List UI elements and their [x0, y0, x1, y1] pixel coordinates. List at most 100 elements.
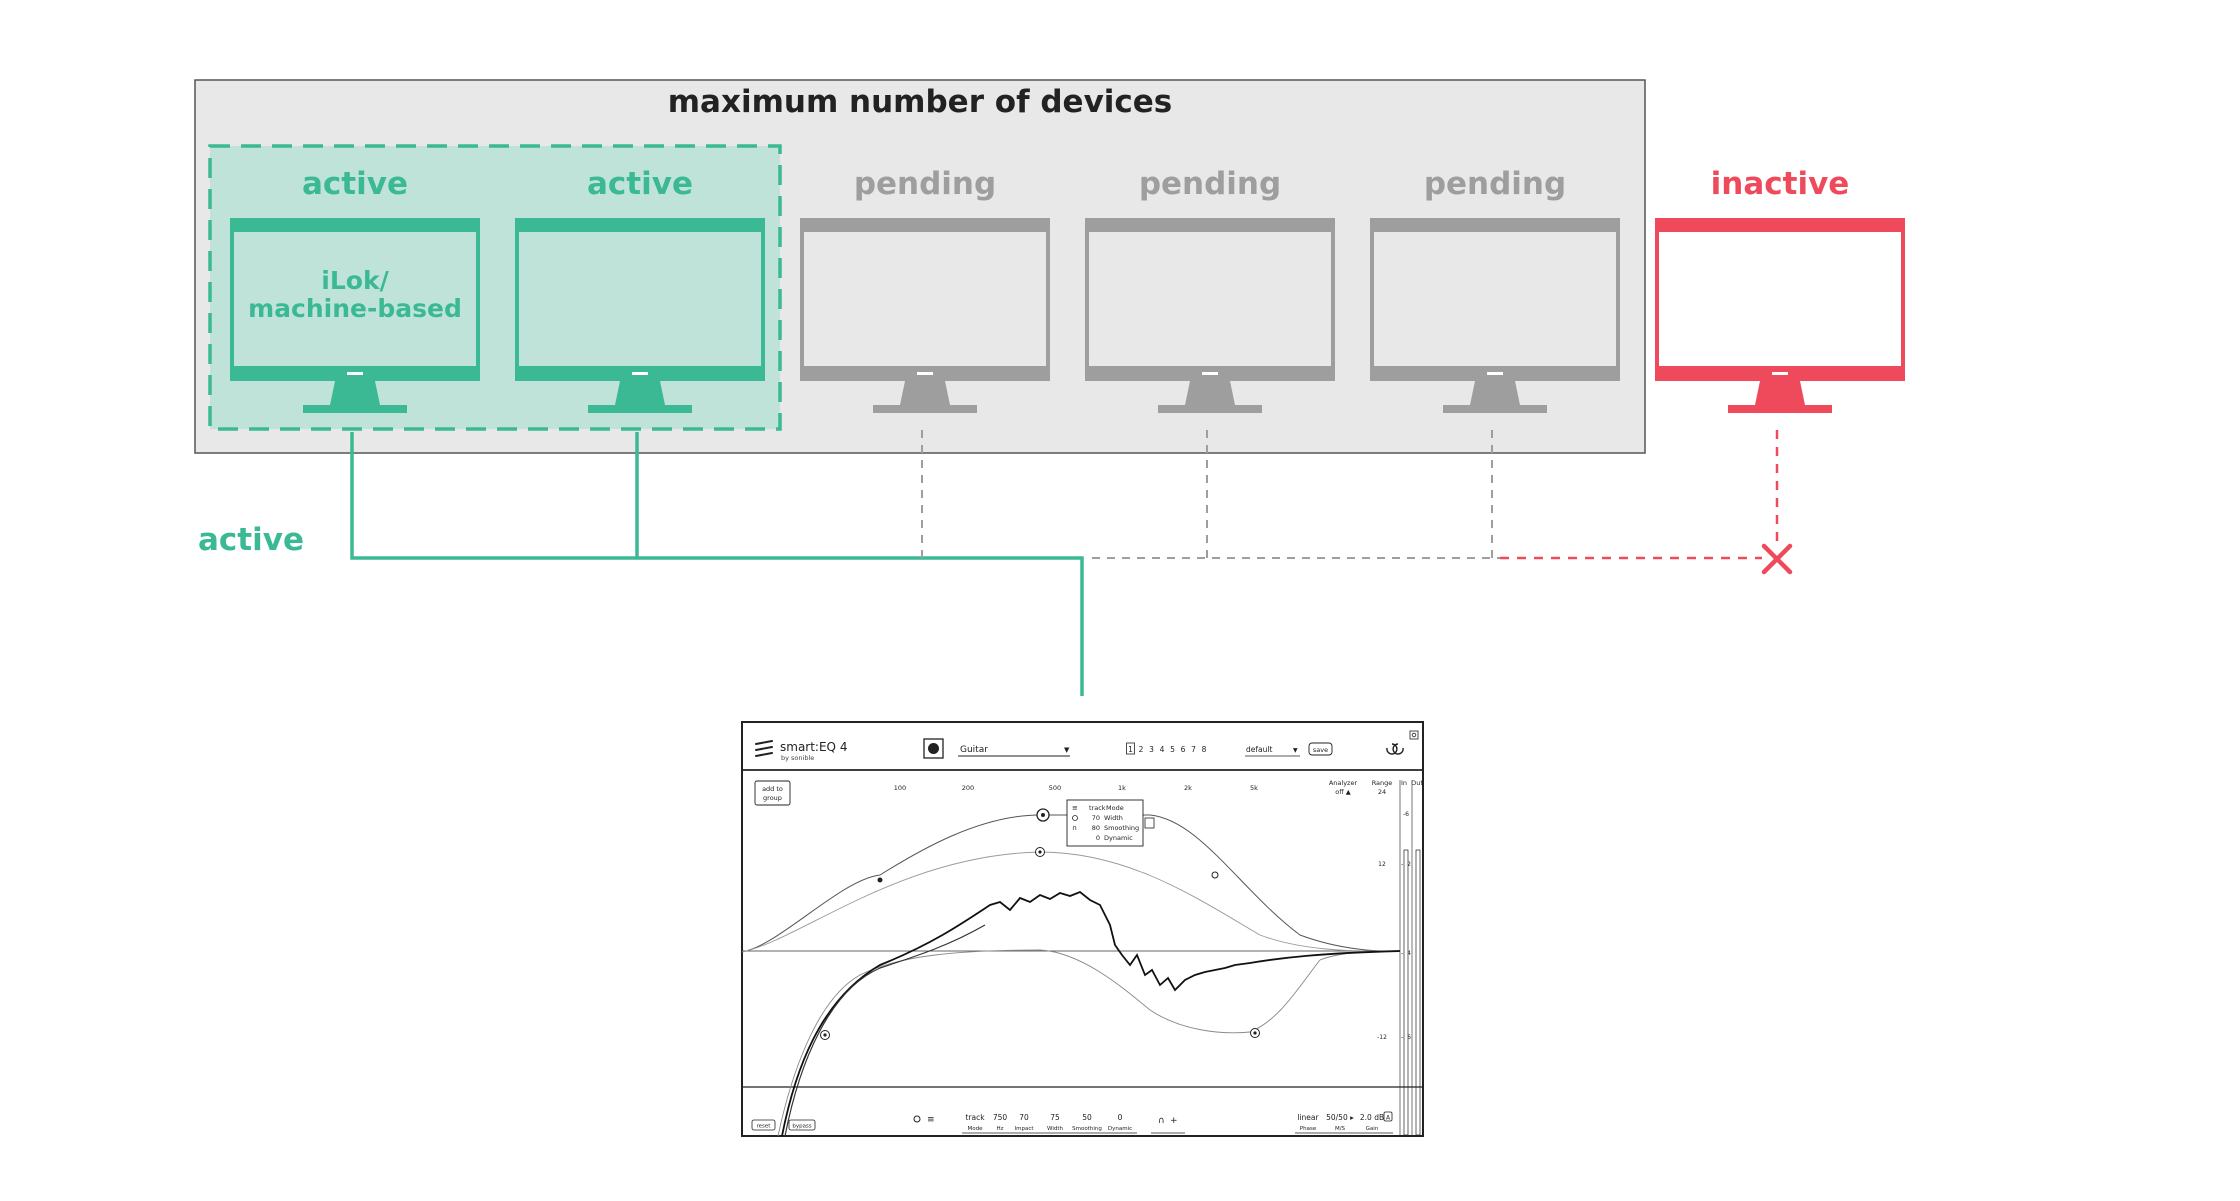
- svg-text:Mode: Mode: [1106, 804, 1124, 812]
- output-param-value[interactable]: 2.0 dB: [1360, 1113, 1384, 1122]
- headphones-icon[interactable]: ∩: [1158, 1116, 1165, 1126]
- slot-button[interactable]: 5: [1170, 745, 1175, 754]
- svg-text:smart:EQ 4: smart:EQ 4: [780, 740, 847, 754]
- eq-correction-curve: [777, 949, 1401, 1137]
- param-value[interactable]: track: [965, 1113, 985, 1122]
- frequency-tick-label: 5k: [1250, 784, 1258, 792]
- monitor-power-indicator: [347, 372, 363, 375]
- frequency-tick-label: 2k: [1184, 784, 1192, 792]
- param-label: Width: [1047, 1126, 1063, 1132]
- slot-button[interactable]: 4: [1160, 745, 1165, 754]
- slot-button[interactable]: 2: [1139, 745, 1144, 754]
- monitor-base: [873, 405, 977, 413]
- reset-button[interactable]: reset: [751, 1119, 776, 1131]
- svg-text:Guitar: Guitar: [960, 745, 988, 755]
- range-label: Range: [1372, 779, 1393, 787]
- svg-text:bypass: bypass: [792, 1124, 811, 1130]
- param-value[interactable]: 50: [1082, 1113, 1092, 1122]
- redo-icon[interactable]: [1392, 743, 1404, 755]
- slot-active-frame: [1126, 742, 1135, 755]
- add-to-group-button[interactable]: add to group: [754, 780, 791, 806]
- slot-button[interactable]: 8: [1202, 745, 1207, 754]
- spectrum-curve: [781, 890, 1401, 1137]
- param-label: Smoothing: [1072, 1126, 1102, 1132]
- slot-button[interactable]: 7: [1191, 745, 1196, 754]
- parameter-bar: trackMode750Hz70Impact75Width50Smoothing…: [962, 1113, 1137, 1134]
- device-status-label: pending: [1139, 166, 1281, 202]
- svg-text:by sonible: by sonible: [781, 754, 814, 762]
- output-param-value[interactable]: linear: [1297, 1113, 1319, 1122]
- panel-title: maximum number of devices: [668, 84, 1173, 120]
- sliders-icon[interactable]: ≡: [927, 1115, 935, 1125]
- preset-dropdown[interactable]: Guitar ▼: [958, 745, 1070, 757]
- slot-button[interactable]: 1: [1128, 745, 1133, 754]
- monitor-power-indicator: [917, 372, 933, 375]
- device-status-label: active: [587, 166, 693, 202]
- chevron-down-icon: ▼: [1293, 747, 1298, 754]
- monitor-power-indicator: [1202, 372, 1218, 375]
- svg-text:default: default: [1246, 745, 1272, 754]
- active-connection-label: active: [198, 522, 304, 558]
- svg-text:save: save: [1313, 746, 1328, 754]
- svg-text:A: A: [1386, 1115, 1391, 1122]
- profile-dropdown[interactable]: default ▼: [1245, 745, 1300, 757]
- svg-text:70: 70: [1092, 814, 1100, 822]
- monitor-base: [1158, 405, 1262, 413]
- device-pending: pending: [1370, 166, 1620, 413]
- chevron-down-icon: ▼: [1064, 746, 1070, 754]
- frequency-tick-label: 500: [1049, 784, 1061, 792]
- param-label: Hz: [996, 1126, 1003, 1132]
- device-pending: pending: [800, 166, 1050, 413]
- svg-text:80: 80: [1092, 824, 1100, 832]
- slot-button[interactable]: 3: [1149, 745, 1154, 754]
- eq-node: [877, 877, 883, 883]
- profile-record-button[interactable]: [923, 738, 944, 759]
- frequency-tick-label: 1k: [1118, 784, 1126, 792]
- monitor-screen: [1659, 232, 1901, 366]
- monitor-stand: [1470, 381, 1520, 405]
- monitor-base: [1443, 405, 1547, 413]
- param-value[interactable]: 70: [1019, 1113, 1029, 1122]
- in-meter-label: In: [1401, 779, 1407, 787]
- headphones-icon: ∩: [1072, 824, 1077, 832]
- range-value[interactable]: 24: [1378, 788, 1386, 796]
- bypass-button[interactable]: bypass: [788, 1119, 816, 1131]
- save-button[interactable]: save: [1308, 742, 1333, 756]
- eq-nodes: [820, 808, 1260, 1040]
- output-param-label: M/S: [1335, 1126, 1346, 1132]
- monitor-screen: [1374, 232, 1616, 366]
- eq-node: [1211, 871, 1219, 879]
- monitor-stand: [1185, 381, 1235, 405]
- device-inactive: inactive: [1655, 166, 1905, 413]
- add-icon[interactable]: +: [1170, 1116, 1178, 1126]
- connection-lines: [350, 430, 1793, 696]
- output-param-label: Phase: [1300, 1126, 1317, 1132]
- param-value[interactable]: 750: [993, 1113, 1008, 1122]
- node-popup: ≡ track Mode 70 Width ∩ 80 Smoothing 0 D…: [1066, 799, 1144, 847]
- output-param-value[interactable]: 50/50 ▸: [1326, 1113, 1354, 1122]
- analyzer-label: Analyzer: [1329, 779, 1358, 787]
- svg-text:Dynamic: Dynamic: [1104, 834, 1133, 842]
- monitor-screen: [234, 232, 476, 366]
- analyzer-toggle[interactable]: off ▲: [1335, 788, 1351, 796]
- svg-text:add to: add to: [762, 785, 783, 793]
- slot-button[interactable]: 6: [1181, 745, 1186, 754]
- device-status-label: active: [302, 166, 408, 202]
- settings-icon[interactable]: [1409, 730, 1419, 740]
- device-status-label: inactive: [1711, 166, 1850, 202]
- param-value[interactable]: 0: [1118, 1113, 1123, 1122]
- param-label: Dynamic: [1108, 1126, 1132, 1132]
- param-value[interactable]: 75: [1050, 1113, 1060, 1122]
- db-label-left: -12: [1377, 1034, 1387, 1041]
- monitor-stand: [1755, 381, 1805, 405]
- monitor-screen: [519, 232, 761, 366]
- brand-logo: smart:EQ 4 by sonible: [755, 740, 847, 762]
- power-icon[interactable]: [913, 1115, 921, 1123]
- node-expand-icon[interactable]: [1144, 817, 1155, 829]
- monitor-power-indicator: [1772, 372, 1788, 375]
- db-label-left: 12: [1378, 861, 1386, 868]
- gain-auto-badge[interactable]: A: [1383, 1111, 1393, 1122]
